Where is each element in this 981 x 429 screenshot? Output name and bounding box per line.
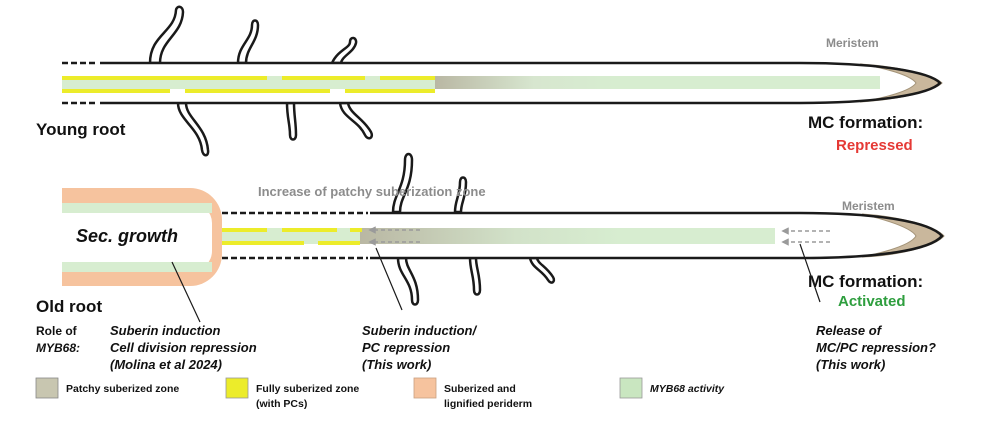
legend-label-periderm-2: lignified periderm <box>444 398 532 410</box>
young-mc-formation-label: MC formation: <box>808 113 923 132</box>
annotation-3-line2: MC/PC repression? <box>816 340 936 355</box>
old-root-label: Old root <box>36 297 102 316</box>
old-sec-growth-core-left <box>62 203 92 271</box>
old-mc-formation-label: MC formation: <box>808 272 923 291</box>
old-meristem-arrows <box>781 227 830 246</box>
annotation-3-line3: (This work) <box>816 357 885 372</box>
legend-item-myb68: MYB68 activity <box>619 377 725 399</box>
young-mc-status: Repressed <box>836 137 913 154</box>
old-periderm-myb68-bottom <box>62 262 212 272</box>
annotation-1-line2: Cell division repression <box>110 340 257 355</box>
young-root-outline <box>100 61 942 105</box>
legend-swatch-patchy <box>35 377 59 399</box>
annotation-2-line3: (This work) <box>362 357 431 372</box>
legend-label-full-suberin-1: Fully suberized zone <box>256 383 359 395</box>
old-mc-status: Activated <box>838 293 906 310</box>
role-label-line2: MYB68: <box>36 341 80 355</box>
old-patchy-zone <box>360 228 620 244</box>
young-patchy-zone <box>435 76 615 89</box>
old-lateral-root-5 <box>528 256 556 284</box>
young-root-label: Young root <box>36 120 126 139</box>
annotation-3-line1: Release of <box>816 323 883 338</box>
legend-item-full-suberin: Fully suberized zone (with PCs) <box>225 377 359 410</box>
legend-label-full-suberin-2: (with PCs) <box>256 398 307 410</box>
legend-label-patchy: Patchy suberized zone <box>66 383 179 395</box>
young-lateral-root-6 <box>338 101 373 140</box>
role-label-line1: Role of <box>36 324 78 338</box>
old-full-suberin <box>222 228 362 245</box>
sec-growth-label: Sec. growth <box>76 226 178 246</box>
young-lateral-root-5 <box>285 101 298 141</box>
old-lateral-root-2 <box>453 176 468 214</box>
old-patchy-arrows <box>368 226 420 246</box>
young-lateral-root-3 <box>330 36 358 65</box>
old-lateral-root-3 <box>396 256 420 306</box>
legend: Patchy suberized zone Fully suberized zo… <box>35 377 725 410</box>
young-root <box>62 5 943 157</box>
annotation-1-line1: Suberin induction <box>110 323 221 338</box>
young-meristem-label: Meristem <box>826 36 879 50</box>
legend-label-periderm-1: Suberized and <box>444 383 516 395</box>
old-lateral-root-4 <box>468 256 482 296</box>
patchy-increase-label: Increase of patchy suberization zone <box>258 184 486 199</box>
young-lateral-root-2 <box>236 19 260 65</box>
legend-swatch-periderm <box>413 377 437 399</box>
legend-label-myb68: MYB68 activity <box>650 383 725 395</box>
young-full-suberin <box>62 76 435 93</box>
annotation-1-line3: (Molina et al 2024) <box>110 357 222 372</box>
annotation-2-line2: PC repression <box>362 340 450 355</box>
young-lateral-root-4 <box>176 101 210 157</box>
legend-item-periderm: Suberized and lignified periderm <box>413 377 532 410</box>
old-lateral-root-1 <box>391 152 414 214</box>
legend-swatch-full-suberin <box>225 377 249 399</box>
legend-swatch-myb68 <box>619 377 643 399</box>
old-root <box>62 152 945 306</box>
old-periderm-myb68-top <box>62 203 212 213</box>
old-sec-growth-core <box>62 203 212 271</box>
old-root-outline <box>370 211 944 260</box>
annotation-2-line1: Suberin induction/ <box>362 323 477 338</box>
annotation-pointers <box>171 243 821 323</box>
legend-item-patchy: Patchy suberized zone <box>35 377 179 399</box>
old-meristem-label: Meristem <box>842 199 895 213</box>
young-lateral-root-1 <box>148 5 185 65</box>
